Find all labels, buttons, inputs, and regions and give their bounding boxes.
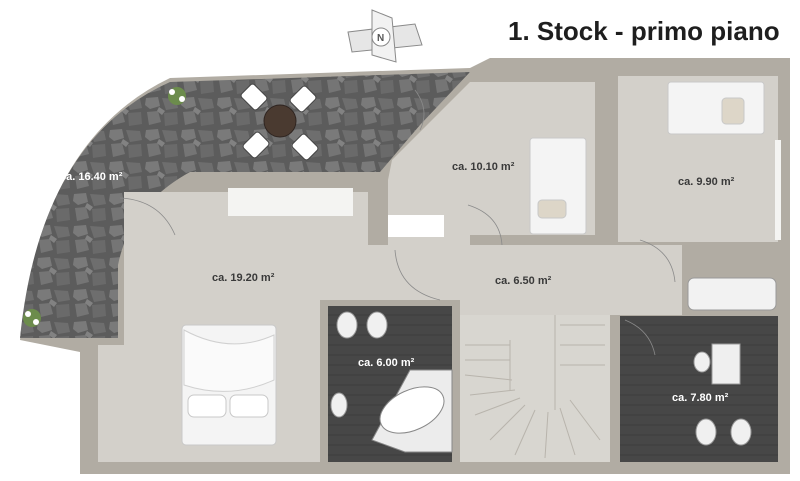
terrace-area-label: ca. 16.40 m² [60, 171, 123, 183]
master-bedroom-window [228, 188, 353, 216]
center-room-area-label: ca. 10.10 m² [452, 161, 515, 173]
hallway-floor [460, 245, 682, 315]
right-room-window [775, 140, 781, 240]
single-bed-right [667, 81, 765, 135]
bathroom-shower-area-label: ca. 7.80 m² [672, 392, 729, 404]
bathtub-right [687, 277, 777, 311]
sink-2 [693, 351, 711, 373]
plan-title: 1. Stock - primo piano [508, 16, 780, 46]
right-room-area-label: ca. 9.90 m² [678, 176, 735, 188]
hallway-area-label: ca. 6.50 m² [495, 275, 552, 287]
compass-icon [347, 9, 423, 63]
plant-icon [23, 87, 186, 327]
closet [388, 215, 444, 237]
compass-letter: N [377, 33, 384, 44]
toilet-2 [695, 418, 717, 446]
terrace-table [240, 83, 319, 161]
stair-floor [460, 315, 610, 462]
master-bedroom-area-label: ca. 19.20 m² [212, 272, 275, 284]
double-bed [181, 324, 277, 446]
single-bed-center [529, 137, 587, 235]
bathtub [371, 369, 453, 453]
sink-1 [330, 392, 348, 418]
bath-sink-cabinet [711, 343, 741, 385]
terrace-floor [20, 72, 470, 338]
door-swings [119, 89, 676, 356]
staircase [464, 315, 605, 459]
bathroom-tub-area-label: ca. 6.00 m² [358, 357, 415, 369]
toilet-1 [336, 311, 358, 339]
bidet-2 [730, 418, 752, 446]
bidet-1 [366, 311, 388, 339]
